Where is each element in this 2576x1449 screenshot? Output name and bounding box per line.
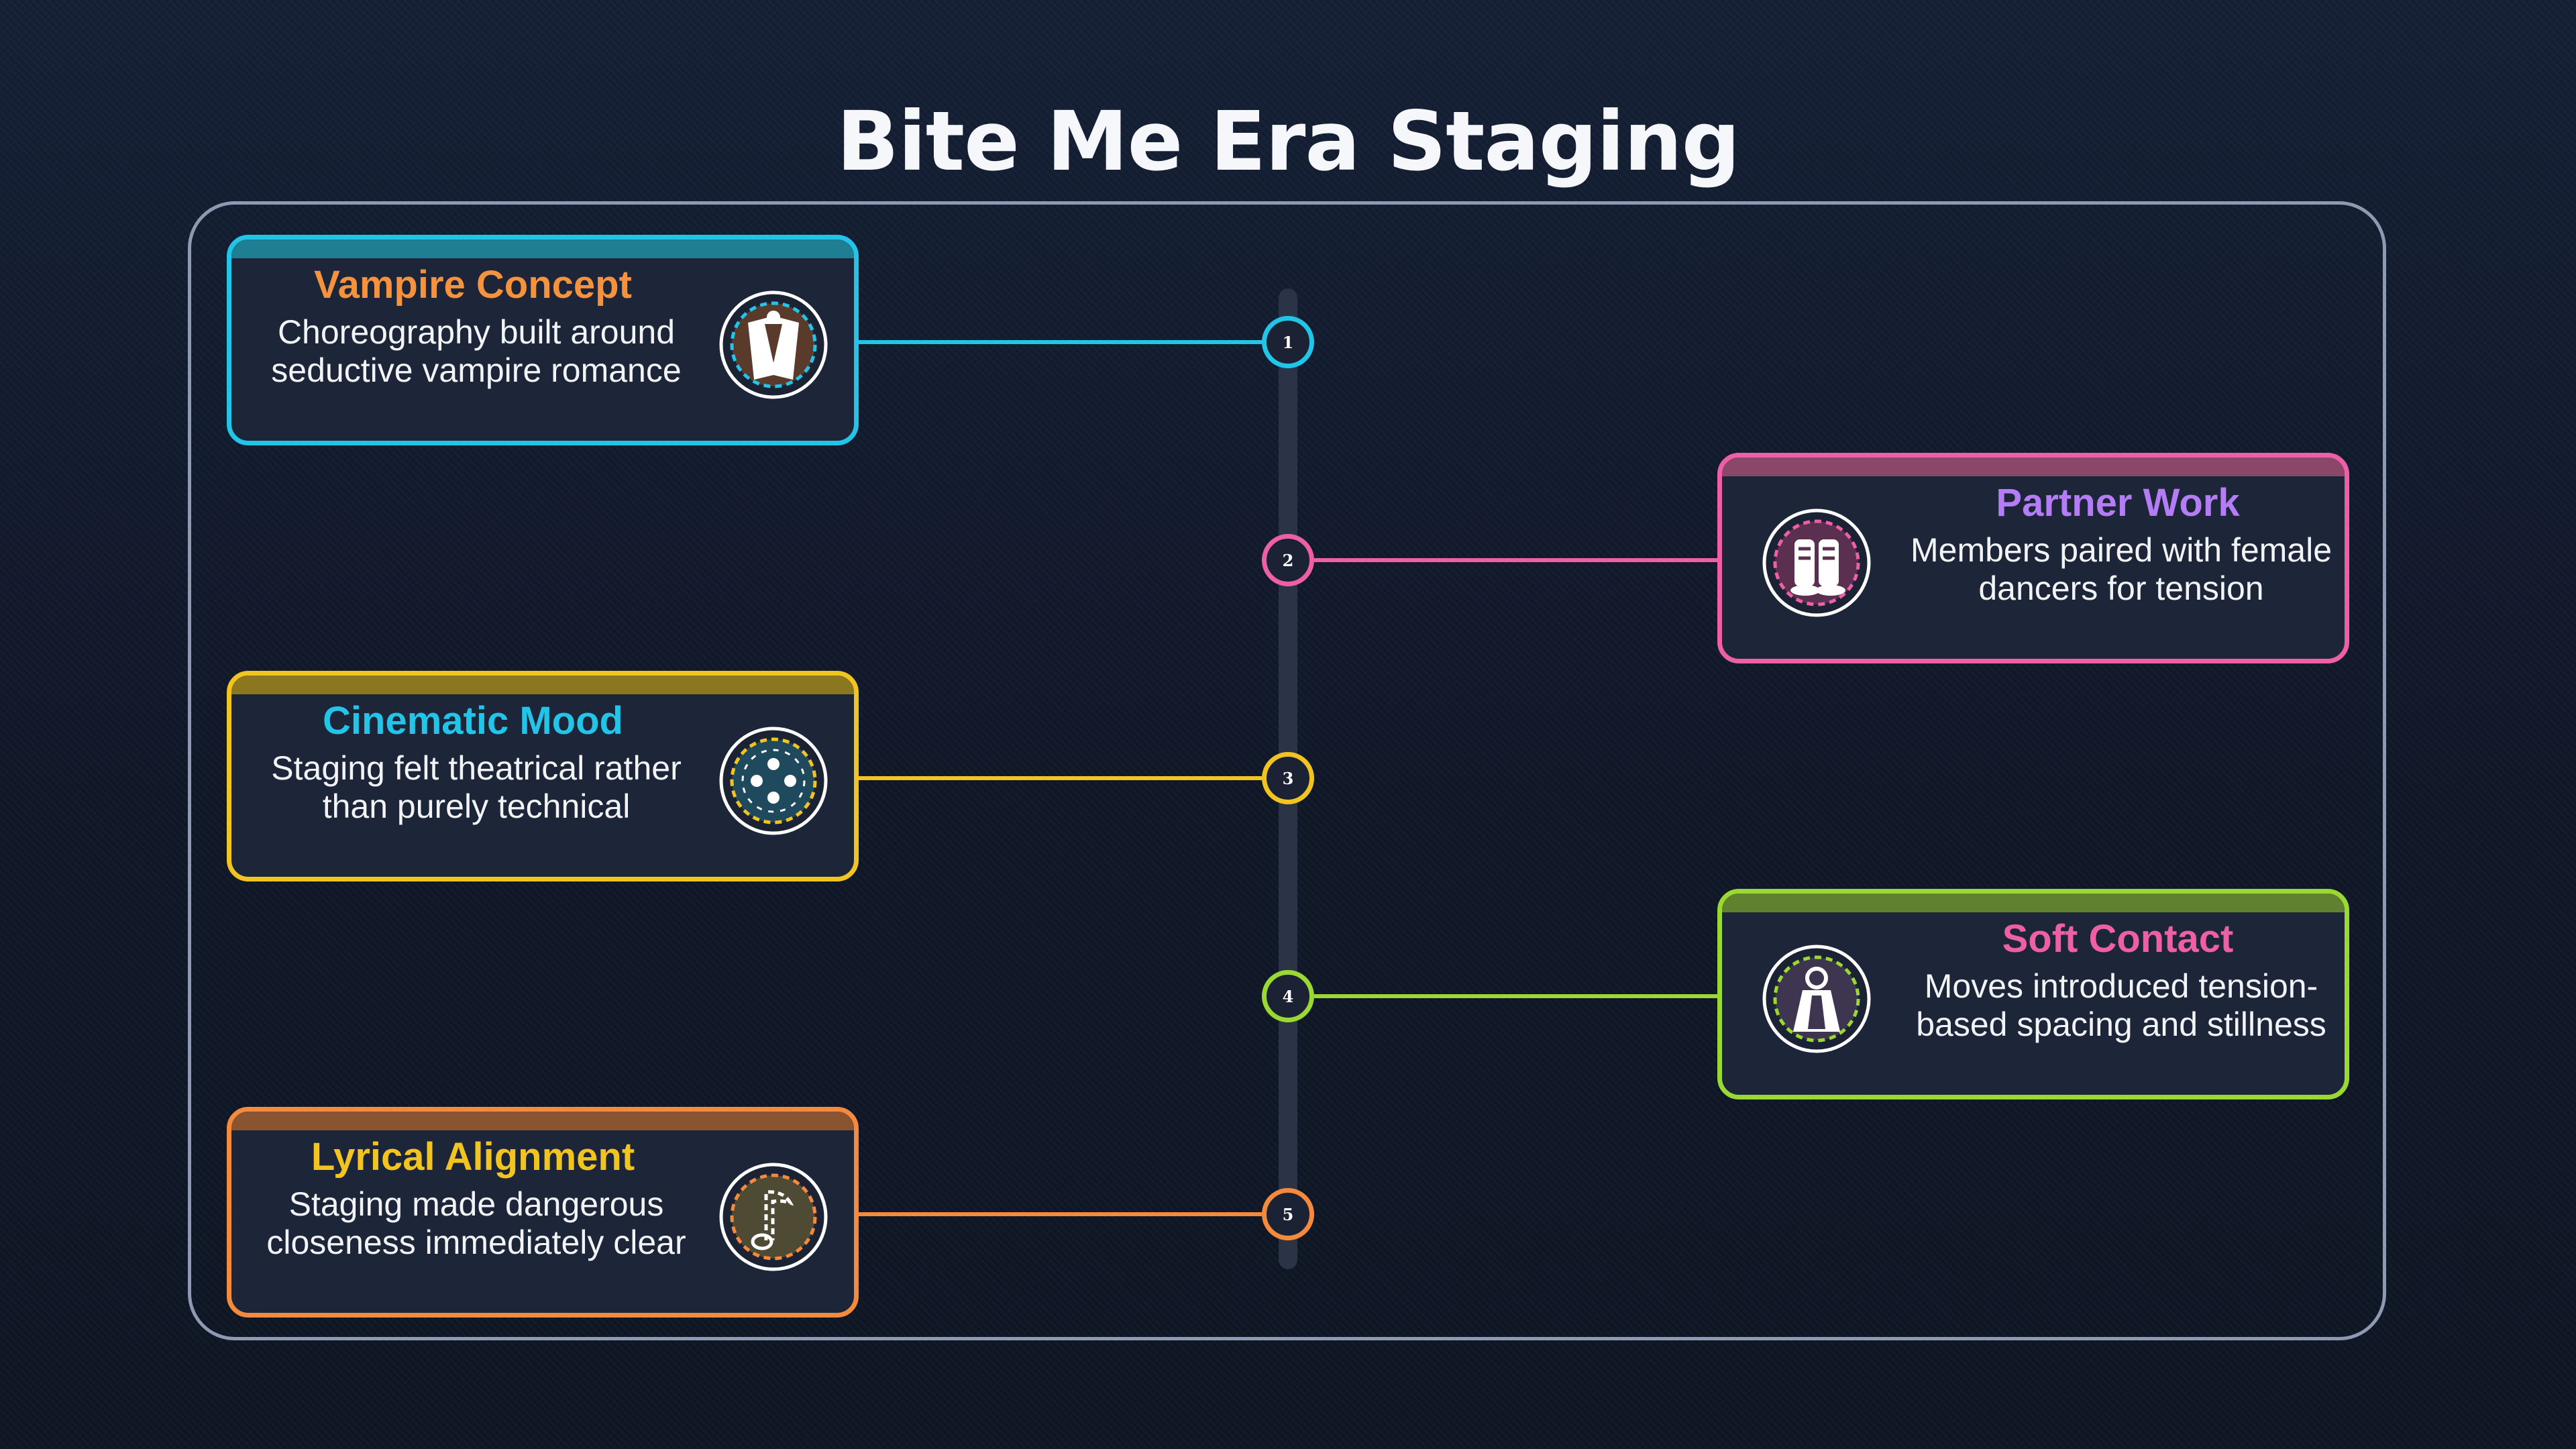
hooded-figure-icon (1762, 945, 1871, 1053)
connector-line-4 (1314, 994, 1717, 998)
card-title: Lyrical Alignment (311, 1135, 635, 1179)
card-description: Members paired with female dancers for t… (1910, 531, 2332, 607)
step-node-4: 4 (1262, 970, 1314, 1022)
step-node-3: 3 (1262, 752, 1314, 804)
step-node-2: 2 (1262, 534, 1314, 586)
card-description: Moves introduced tension-based spacing a… (1916, 967, 2326, 1043)
connector-line-5 (859, 1212, 1262, 1216)
connector-line-2 (1314, 558, 1717, 562)
card-title: Cinematic Mood (323, 699, 623, 743)
dancers-icon (1762, 508, 1871, 617)
card-header-band (231, 676, 854, 694)
card-title: Vampire Concept (314, 263, 632, 307)
card-title: Soft Contact (2002, 917, 2234, 961)
card-description: Staging felt theatrical rather than pure… (271, 749, 682, 825)
card-header-band (1722, 458, 2345, 476)
vampire-cape-icon (719, 290, 828, 399)
page-title: Bite Me Era Staging (836, 94, 1740, 189)
card-header-band (1722, 894, 2345, 912)
diagram-frame (188, 201, 2386, 1340)
connector-line-3 (859, 776, 1262, 780)
card-description: Staging made dangerous closeness immedia… (266, 1185, 686, 1261)
step-node-5: 5 (1262, 1188, 1314, 1240)
card-header-band (231, 239, 854, 258)
card-description: Choreography built around seductive vamp… (271, 313, 682, 389)
connector-line-1 (859, 340, 1262, 344)
card-header-band (231, 1112, 854, 1130)
step-node-1: 1 (1262, 316, 1314, 368)
film-reel-icon (719, 727, 828, 835)
card-title: Partner Work (1996, 481, 2240, 525)
music-note-icon (719, 1163, 828, 1271)
